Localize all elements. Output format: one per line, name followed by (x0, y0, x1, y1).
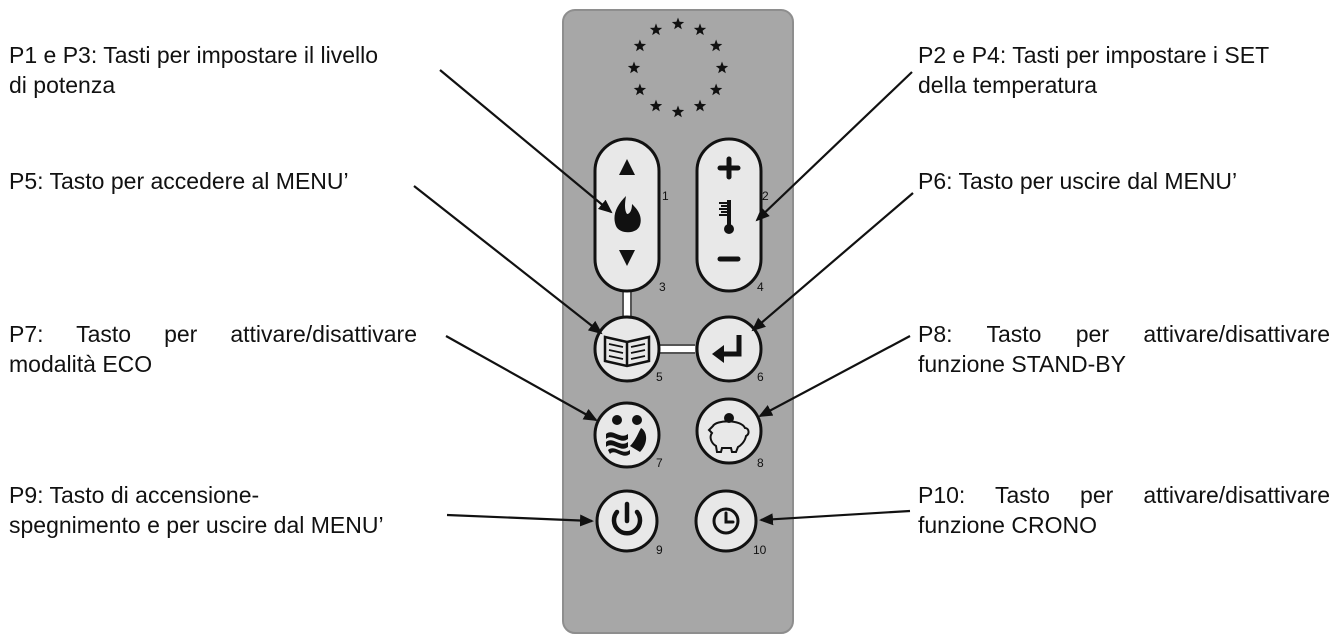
label-p6: P6: Tasto per uscire dal MENU’ (918, 166, 1237, 196)
arrow-p2-p4 (755, 71, 913, 222)
eu-star (671, 17, 685, 30)
button-connectors-inner (622, 290, 695, 354)
label-p7-line1: P7: Tasto per attivare/disattivare (9, 321, 417, 347)
label-p6-line1: P6: Tasto per uscire dal MENU’ (918, 168, 1238, 194)
button-number-5: 5 (656, 370, 663, 384)
eu-star (633, 83, 647, 96)
label-p8-line2: funzione STAND-BY (918, 351, 1126, 377)
eu-star (671, 105, 685, 118)
eu-star (709, 39, 723, 52)
label-p1-p3-line1: P1 e P3: Tasti per impostare il livello (9, 42, 379, 68)
button-number-3: 3 (659, 280, 666, 294)
p1-power-up-button[interactable] (596, 138, 658, 186)
arrow-p1-p3 (439, 69, 613, 214)
label-p9-line1: P9: Tasto di accensione- (9, 482, 260, 508)
piggy-bank-icon (707, 413, 750, 453)
button-number-10: 10 (753, 543, 767, 557)
clock-icon (712, 507, 740, 535)
label-p10-line2: funzione CRONO (918, 512, 1097, 538)
button-number-1: 1 (662, 189, 669, 203)
p10-crono-button[interactable] (694, 489, 758, 553)
power-icon (611, 501, 643, 536)
p3-power-down-button[interactable] (596, 240, 658, 290)
p7-eco-button[interactable] (593, 401, 661, 469)
book-icon (603, 335, 651, 368)
triangle-down-icon (619, 250, 635, 266)
flame-icon (614, 196, 641, 233)
button-number-8: 8 (757, 456, 764, 470)
eu-star (649, 99, 663, 112)
label-p2-p4-line2: della temperatura (918, 72, 1097, 98)
button-connectors (623, 290, 695, 353)
arrow-p5 (413, 185, 603, 335)
arrow-p7 (445, 335, 598, 421)
button-number-4: 4 (757, 280, 764, 294)
label-p1-p3-line2: di potenza (9, 72, 116, 98)
label-p7: P7: Tasto per attivare/disattivare modal… (9, 319, 417, 379)
label-p1-p3: P1 e P3: Tasti per impostare il livello … (9, 40, 378, 100)
plus-icon (717, 156, 741, 180)
thermometer-icon (719, 200, 734, 234)
eu-star (715, 61, 729, 74)
label-p9-line2: spegnimento e per uscire dal MENU’ (9, 512, 384, 538)
eu-star (649, 23, 663, 36)
button-number-6: 6 (757, 370, 764, 384)
eu-star (693, 23, 707, 36)
p6-exit-menu-button[interactable] (695, 315, 763, 383)
label-p10-line1: P10: Tasto per attivare/disattivare (918, 482, 1330, 508)
triangle-up-icon (619, 159, 635, 175)
eu-star (627, 61, 641, 74)
label-p7-line2: modalità ECO (9, 351, 153, 377)
button-number-2: 2 (762, 189, 769, 203)
eu-star (633, 39, 647, 52)
eu-star (709, 83, 723, 96)
label-p10: P10: Tasto per attivare/disattivare funz… (918, 480, 1330, 540)
label-p8-line1: P8: Tasto per attivare/disattivare (918, 321, 1330, 347)
label-p2-p4-line1: P2 e P4: Tasti per impostare i SET (918, 42, 1270, 68)
p9-power-button[interactable] (595, 489, 659, 553)
eu-star (693, 99, 707, 112)
button-number-labels: 1 2 3 4 5 6 7 8 9 10 (656, 189, 769, 557)
power-level-button-group (593, 137, 661, 293)
eu-stars-icon (627, 17, 729, 118)
p2-temperature-up-button[interactable] (698, 138, 760, 186)
eco-waves-icon (606, 415, 647, 456)
label-p5-line1: P5: Tasto per accedere al MENU’ (9, 168, 349, 194)
arrow-p9 (446, 513, 594, 527)
p8-standby-button[interactable] (695, 397, 763, 465)
button-number-7: 7 (656, 456, 663, 470)
label-p5: P5: Tasto per accedere al MENU’ (9, 166, 349, 196)
temperature-button-group (695, 137, 763, 293)
remote-panel (562, 9, 794, 634)
arrow-p8 (758, 335, 911, 417)
arrow-p10 (759, 509, 911, 526)
button-number-9: 9 (656, 543, 663, 557)
label-p8: P8: Tasto per attivare/disattivare funzi… (918, 319, 1330, 379)
label-p9: P9: Tasto di accensione- spegnimento e p… (9, 480, 384, 540)
label-p2-p4: P2 e P4: Tasti per impostare i SET della… (918, 40, 1269, 100)
enter-return-icon (712, 335, 742, 363)
arrow-p6 (751, 192, 914, 332)
p4-temperature-down-button[interactable] (698, 240, 760, 290)
callout-arrows (413, 69, 914, 527)
p5-menu-button[interactable] (593, 315, 661, 383)
